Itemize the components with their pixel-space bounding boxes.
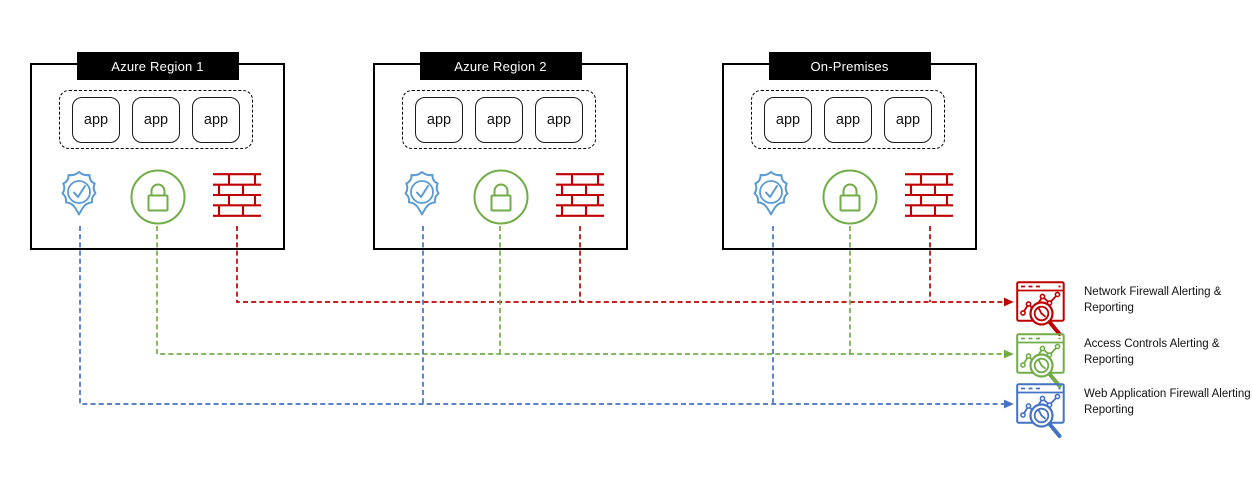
firewall-icon	[555, 173, 605, 217]
app-box: app	[132, 96, 180, 143]
report-chart-magnifier-icon	[1016, 281, 1068, 338]
lock-icon	[472, 168, 530, 226]
app-box: app	[72, 96, 120, 143]
app-box: app	[535, 96, 583, 143]
app-label: app	[83, 111, 109, 128]
shield-check-icon	[397, 169, 447, 223]
app-box: app	[192, 96, 240, 143]
app-box: app	[884, 96, 932, 143]
report-chart-magnifier-icon	[1016, 383, 1068, 440]
report-network-firewall: Network Firewall Alerting & Reporting	[1016, 281, 1252, 338]
app-box: app	[415, 96, 463, 143]
zone-azure-region-2: Azure Region 2 app app app	[373, 52, 628, 250]
zone-title: On-Premises	[768, 52, 931, 80]
app-label: app	[143, 111, 169, 128]
app-box: app	[824, 96, 872, 143]
app-label: app	[895, 111, 921, 128]
app-label: app	[546, 111, 572, 128]
zone-title: Azure Region 1	[76, 52, 239, 80]
report-access-controls: Access Controls Alerting & Reporting	[1016, 333, 1252, 390]
app-group: app app app	[402, 90, 596, 149]
zone-title: Azure Region 2	[419, 52, 582, 80]
red-arrowhead-icon	[1004, 297, 1014, 307]
green-arrowhead-icon	[1004, 349, 1014, 359]
app-label: app	[775, 111, 801, 128]
report-label: Access Controls Alerting & Reporting	[1084, 338, 1220, 366]
app-label: app	[203, 111, 229, 128]
app-box: app	[475, 96, 523, 143]
app-label: app	[486, 111, 512, 128]
app-group: app app app	[751, 90, 945, 149]
firewall-icon	[904, 173, 954, 217]
app-group: app app app	[59, 90, 253, 149]
report-web-application-firewall: Web Application Firewall Alerting & Repo…	[1016, 383, 1252, 440]
zone-azure-region-1: Azure Region 1 app app app	[30, 52, 285, 250]
app-box: app	[764, 96, 812, 143]
app-label: app	[426, 111, 452, 128]
blue-arrowhead-icon	[1004, 399, 1014, 409]
shield-check-icon	[54, 169, 104, 223]
blue-connector-line	[79, 226, 1004, 405]
report-label: Web Application Firewall Alerting & Repo…	[1084, 388, 1252, 416]
zone-on-premises: On-Premises app app app	[722, 52, 977, 250]
lock-icon	[129, 168, 187, 226]
app-label: app	[835, 111, 861, 128]
firewall-icon	[212, 173, 262, 217]
shield-check-icon	[746, 169, 796, 223]
lock-icon	[821, 168, 879, 226]
report-label: Network Firewall Alerting & Reporting	[1084, 286, 1222, 314]
report-chart-magnifier-icon	[1016, 333, 1068, 390]
